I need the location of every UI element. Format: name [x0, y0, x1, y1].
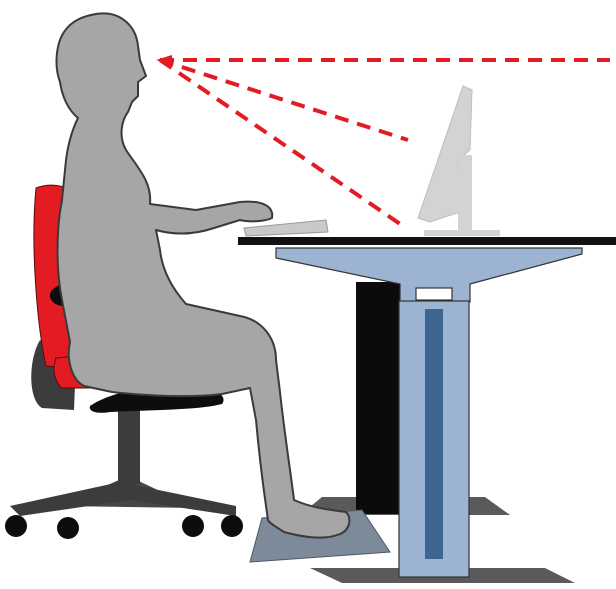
chair-caster: [221, 515, 243, 537]
monitor: [418, 86, 500, 236]
sightline-lower: [160, 60, 406, 228]
desk-leg-stripe: [425, 309, 443, 559]
sightlines: [156, 55, 610, 228]
chair-caster: [57, 517, 79, 539]
sightline-upper: [160, 60, 408, 140]
desk-back-leg: [356, 282, 404, 514]
chair-caster: [5, 515, 27, 537]
seated-person: [57, 13, 350, 537]
desk-top: [238, 237, 616, 245]
chair-caster: [182, 515, 204, 537]
keyboard: [244, 220, 328, 236]
